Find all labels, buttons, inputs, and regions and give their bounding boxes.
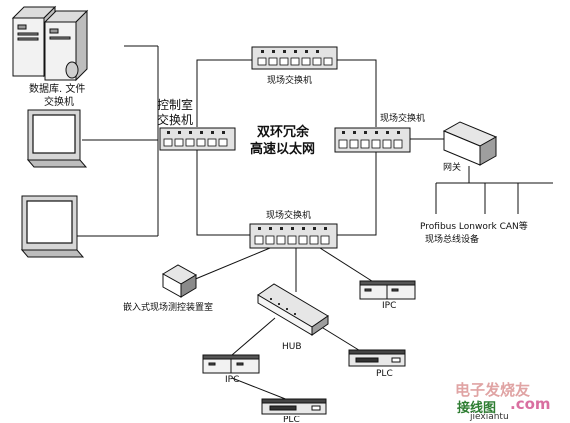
watermark-domain: jiexiantu <box>470 412 509 422</box>
ipc-left-label: IPC <box>225 375 240 385</box>
top-field-switch <box>251 46 338 70</box>
control-switch-label-line2: 交换机 <box>157 113 194 127</box>
monitor-icon-bottom <box>20 195 85 258</box>
hub-label: HUB <box>282 342 302 352</box>
right-switch-label: 现场交换机 <box>380 114 426 124</box>
ipc-right-device-icon <box>359 280 416 300</box>
watermark-brand: 电子发烧友 <box>455 381 531 399</box>
watermark-site-b: .com <box>510 395 551 413</box>
fieldbus-label-line2: 现场总线设备 <box>425 235 480 245</box>
ring-title-line2: 高速以太网 <box>250 142 316 157</box>
hub-device-icon <box>257 283 329 336</box>
fieldbus-label-line1: Profibus Lonwork CAN等 <box>420 222 528 232</box>
ring-links <box>76 45 553 401</box>
plc-bottom-label: PLC <box>283 416 300 423</box>
server-label-line2: 交换机 <box>44 97 74 108</box>
embedded-device-label: 嵌入式现场测控装置室 <box>123 303 214 313</box>
gateway-label: 网关 <box>443 163 462 173</box>
server-label-line1: 数据库. 文件 <box>29 84 86 95</box>
ipc-left-device-icon <box>202 354 260 374</box>
plc-right-device-icon <box>348 349 406 367</box>
gateway-device-icon <box>442 121 498 166</box>
server-tower-icon <box>11 5 89 82</box>
bottom-switch-label: 现场交换机 <box>266 211 312 221</box>
control-room-switch <box>159 127 236 151</box>
bottom-field-switch <box>249 223 338 249</box>
control-switch-label-line1: 控制室 <box>157 98 194 112</box>
top-switch-label: 现场交换机 <box>267 76 313 86</box>
plc-bottom-device-icon <box>261 398 327 415</box>
ring-title-line1: 双环冗余 <box>257 125 310 140</box>
monitor-icon-top <box>26 109 88 168</box>
plc-right-label: PLC <box>376 369 393 379</box>
ipc-right-label: IPC <box>382 301 397 311</box>
watermark-site-a: 接线图 <box>457 401 497 416</box>
right-field-switch <box>334 127 411 153</box>
embedded-controller-icon <box>162 264 197 298</box>
